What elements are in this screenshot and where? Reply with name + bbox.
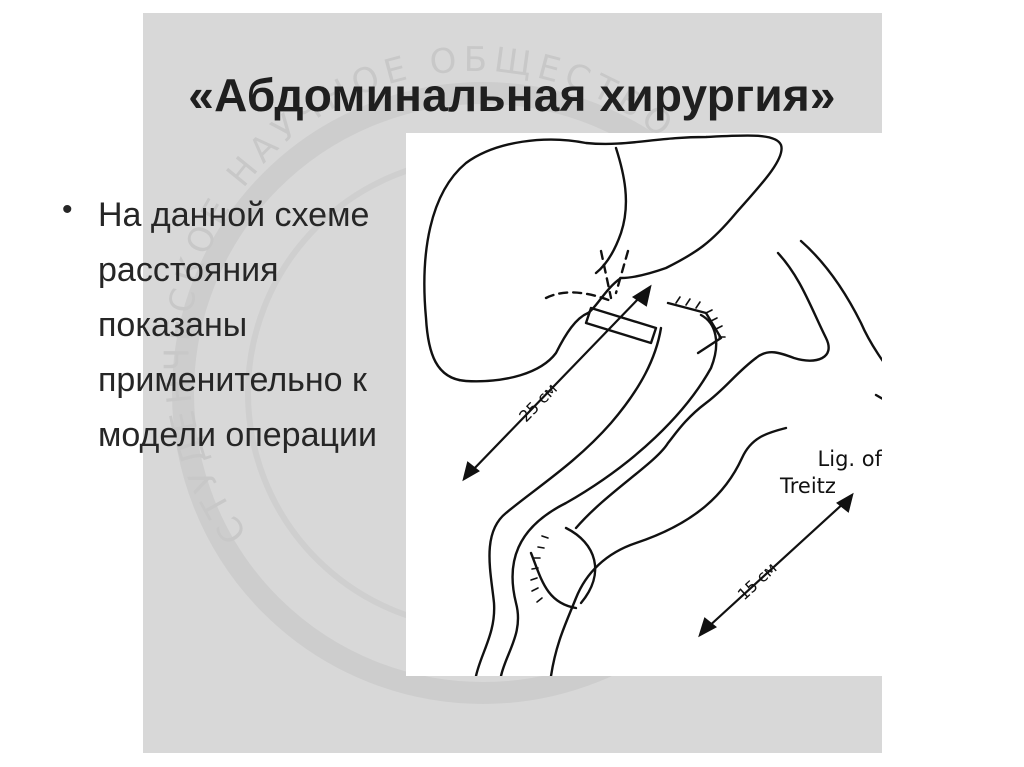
distance-arrow-upper: [462, 284, 652, 482]
treitz-label-line1: Lig. of: [818, 447, 882, 471]
suture-anastomosis: [530, 535, 549, 603]
stomach-outline: [799, 239, 882, 362]
distance-label-25: 25 см: [515, 379, 561, 426]
bowel-curve: [574, 356, 758, 530]
bowel-lower: [549, 426, 788, 676]
duct-tube: [584, 306, 658, 345]
jejunum-outer: [499, 313, 718, 676]
jejunum-inner: [474, 326, 663, 676]
bullet-text: На данной схеме расстояния показаны прим…: [98, 196, 377, 454]
bullet-list: • На данной схеме расстояния показаны пр…: [62, 188, 428, 463]
treitz-dash: [874, 393, 882, 400]
stomach-inner: [754, 251, 830, 362]
liver-outline: [423, 134, 783, 383]
cut-dash-2: [599, 249, 613, 300]
bullet-item: • На данной схеме расстояния показаны пр…: [62, 188, 428, 463]
slide-title: «Абдоминальная хирургия»: [188, 69, 836, 121]
cut-dash-1: [544, 291, 613, 303]
distance-label-15: 15 см: [734, 558, 781, 603]
stump: [666, 301, 723, 355]
anastomosis-limb-2: [529, 551, 578, 610]
anatomy-diagram: 25 см 15 см Lig. of Treitz: [406, 133, 882, 676]
cut-dash-3: [614, 249, 630, 295]
suture-stump: [675, 296, 726, 338]
bullet-marker: •: [62, 193, 73, 226]
liver-fissure: [594, 146, 628, 275]
anastomosis-limb: [564, 526, 597, 605]
distance-arrow-lower: [698, 492, 854, 638]
treitz-label-line2: Treitz: [779, 474, 836, 498]
